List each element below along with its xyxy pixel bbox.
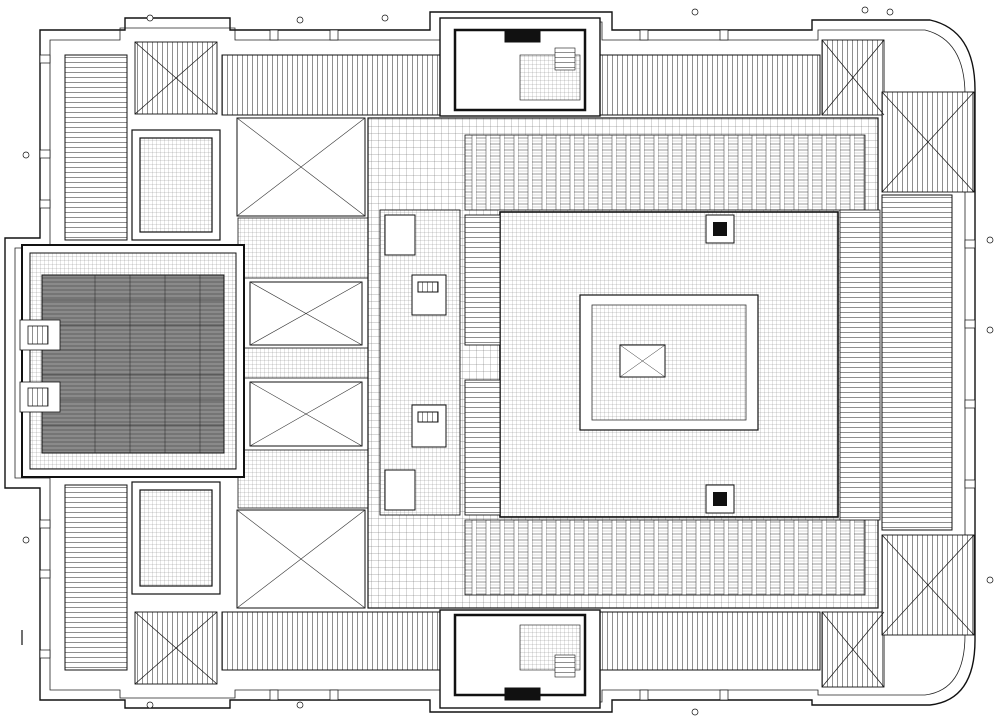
lantern-diag-2 bbox=[619, 344, 666, 378]
reading-room-columns bbox=[705, 214, 735, 514]
roof-strip-bottom-left bbox=[221, 611, 441, 671]
pavilion-south bbox=[439, 609, 601, 709]
roof-strip-left-top bbox=[64, 54, 128, 241]
main-hall-lower-band bbox=[464, 519, 866, 596]
corner-roof-diagonals bbox=[134, 39, 975, 688]
corridor-west-top bbox=[237, 217, 371, 279]
reading-room-core bbox=[591, 304, 747, 421]
buttresses bbox=[39, 29, 976, 701]
main-hall-right-band bbox=[839, 209, 881, 521]
roof-strip-left-bottom bbox=[64, 484, 128, 671]
roof-strip-top-left bbox=[221, 54, 441, 116]
pavilion-north bbox=[439, 17, 601, 117]
roof-strip-top-right bbox=[599, 54, 821, 116]
auditorium-stair-blocks bbox=[19, 319, 61, 413]
stair-cores bbox=[384, 214, 447, 511]
roof-strip-bottom-right bbox=[599, 611, 821, 671]
tower-blocks bbox=[131, 129, 221, 595]
section-markers bbox=[22, 6, 994, 716]
main-hall-upper-band bbox=[464, 134, 866, 211]
auditorium-roof bbox=[41, 274, 225, 454]
auditorium-truss-lines bbox=[42, 275, 224, 453]
corridor-bridge bbox=[224, 347, 371, 379]
corridor-west-bottom bbox=[237, 449, 371, 509]
roof-strip-right bbox=[881, 194, 953, 531]
book-stacks bbox=[379, 209, 501, 516]
outer-wall-inner-line bbox=[14, 21, 966, 703]
